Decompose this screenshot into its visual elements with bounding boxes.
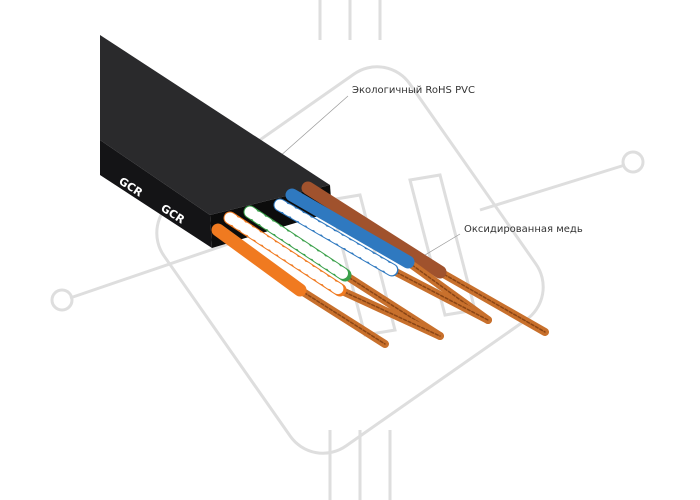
- leader-line: [269, 95, 349, 166]
- wire-stripe-green-white: [244, 206, 351, 281]
- copper-strand-brown: [439, 271, 546, 333]
- copper-strand-orange: [299, 289, 386, 345]
- wire-bundle: [211, 181, 549, 348]
- label-jacket-material: Экологичный RoHS PVC: [352, 85, 475, 96]
- label-conductor-material: Оксидированная медь: [464, 224, 583, 235]
- leader-line: [419, 233, 461, 259]
- copper-strand-orange-white: [339, 289, 441, 337]
- wire-insulation-orange: [211, 223, 307, 297]
- wire-stripe-blue-white: [274, 199, 398, 276]
- wire-insulation-brown: [301, 181, 447, 279]
- wire-stripe-orange-white: [224, 212, 346, 296]
- wire-insulation-blue: [285, 188, 415, 269]
- copper-strand-blue-white: [391, 269, 489, 321]
- copper-strand-green-white: [344, 274, 441, 337]
